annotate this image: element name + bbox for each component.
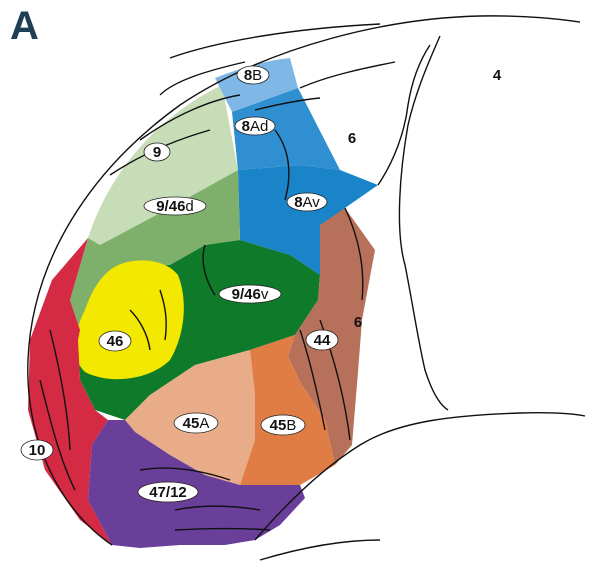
area-label-9: 9 [144,143,170,161]
area-4-label: 4 [493,67,502,84]
area-label-text: 8B [244,67,262,84]
area-label-46: 46 [99,331,131,351]
area-label-text: 10 [29,442,46,459]
area-label-text: 45B [270,417,297,434]
area-label-45B: 45B [261,415,305,435]
area-6-upper-label: 6 [348,130,356,147]
area-label-8Av: 8Av [287,193,327,211]
area-label-10: 10 [21,440,53,460]
area-label-text: 9 [153,144,161,161]
area-label-47-12: 47/12 [138,482,198,502]
area-label-text: 9/46v [232,286,269,303]
area-label-9-46d: 9/46d [144,197,206,215]
area-label-text: 45A [183,415,210,432]
area-label-8Ad: 8Ad [235,117,275,135]
area-label-text: 8Ad [242,118,269,135]
area-label-text: 8Av [294,194,320,211]
area-label-45A: 45A [174,413,218,433]
area-label-8B: 8B [237,66,269,84]
area-6-lower-label: 6 [354,314,362,331]
area-label-text: 46 [107,333,124,350]
area-label-9-46v: 9/46v [219,285,281,303]
area-label-44: 44 [306,330,338,350]
area-label-text: 9/46d [156,198,194,215]
area-label-text: 47/12 [149,484,187,501]
area-label-text: 44 [314,332,331,349]
